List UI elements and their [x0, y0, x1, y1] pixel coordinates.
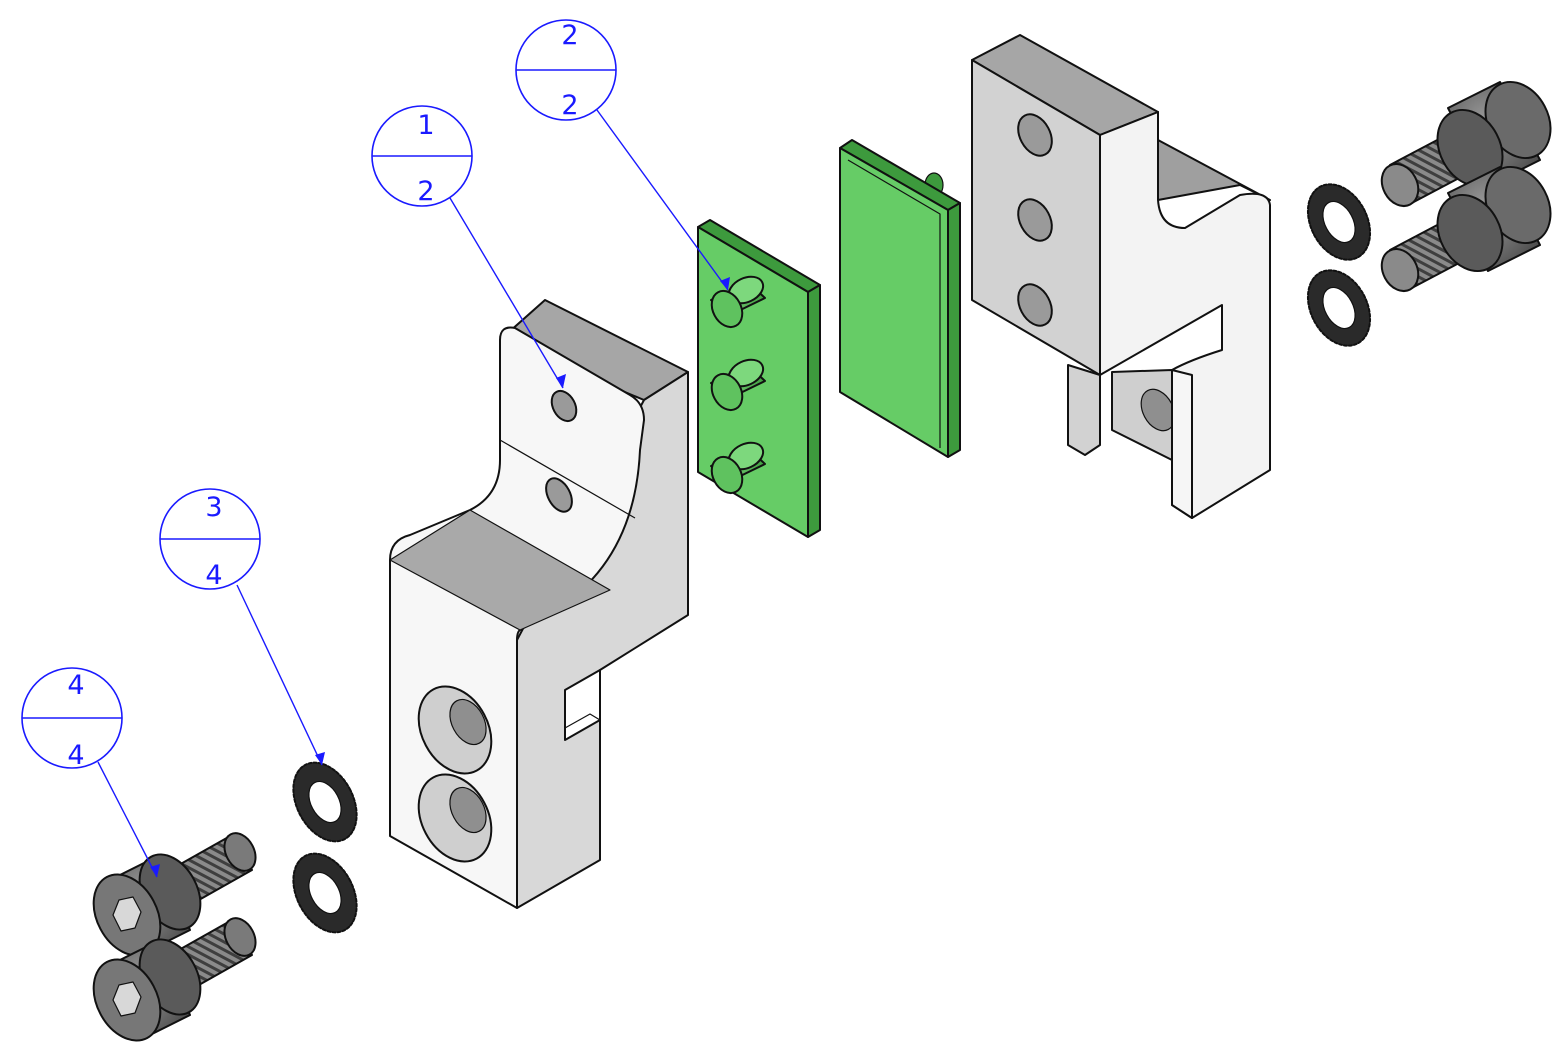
balloon-quantity: 2 — [417, 176, 434, 207]
balloon-item-3: 3 4 — [159, 488, 261, 591]
leader-line — [97, 761, 158, 878]
clearance-hole — [1017, 113, 1053, 157]
bracket-shelf-face — [389, 509, 611, 631]
balloon-item-4: 4 4 — [21, 667, 123, 771]
serrated-lock-washer — [1306, 183, 1372, 261]
jaw-pad-pinned — [697, 219, 821, 538]
balloon-item-2: 2 2 — [515, 19, 617, 121]
socket-head-cap-screw — [1380, 165, 1552, 293]
leader-line — [236, 584, 323, 766]
clearance-hole — [1017, 198, 1053, 242]
clearance-hole — [1017, 283, 1053, 327]
balloon-item-1: 1 2 — [371, 105, 473, 207]
socket-head-cap-screw — [1380, 80, 1552, 208]
locating-pin — [710, 358, 766, 412]
leader-line — [596, 109, 729, 291]
balloon-item-number: 2 — [561, 20, 578, 51]
locating-pin — [710, 275, 766, 329]
balloon-item-number: 1 — [417, 110, 434, 141]
leader-line — [449, 197, 564, 389]
balloon-item-number: 4 — [67, 670, 84, 701]
serrated-lock-washer — [1306, 269, 1372, 347]
balloon-quantity: 2 — [561, 90, 578, 121]
front-bracket — [389, 299, 689, 909]
counterbore-hole — [417, 685, 493, 775]
socket-head-cap-screw — [92, 917, 257, 1042]
rear-bracket — [971, 34, 1271, 519]
tapped-hole — [550, 389, 578, 423]
serrated-lock-washer — [292, 761, 358, 843]
jaw-pad-plain — [839, 139, 961, 458]
hex-socket-icon — [112, 896, 142, 932]
counterbore-hole — [417, 773, 493, 863]
tapped-hole — [545, 477, 573, 513]
locating-pin — [710, 441, 766, 495]
balloon-item-number: 3 — [205, 492, 222, 523]
pad-face — [839, 147, 949, 458]
bracket-side-face — [1099, 111, 1271, 519]
hex-socket-icon — [112, 981, 142, 1017]
balloon-quantity: 4 — [67, 740, 84, 771]
balloon-quantity: 4 — [205, 560, 222, 591]
serrated-lock-washer — [292, 852, 358, 934]
